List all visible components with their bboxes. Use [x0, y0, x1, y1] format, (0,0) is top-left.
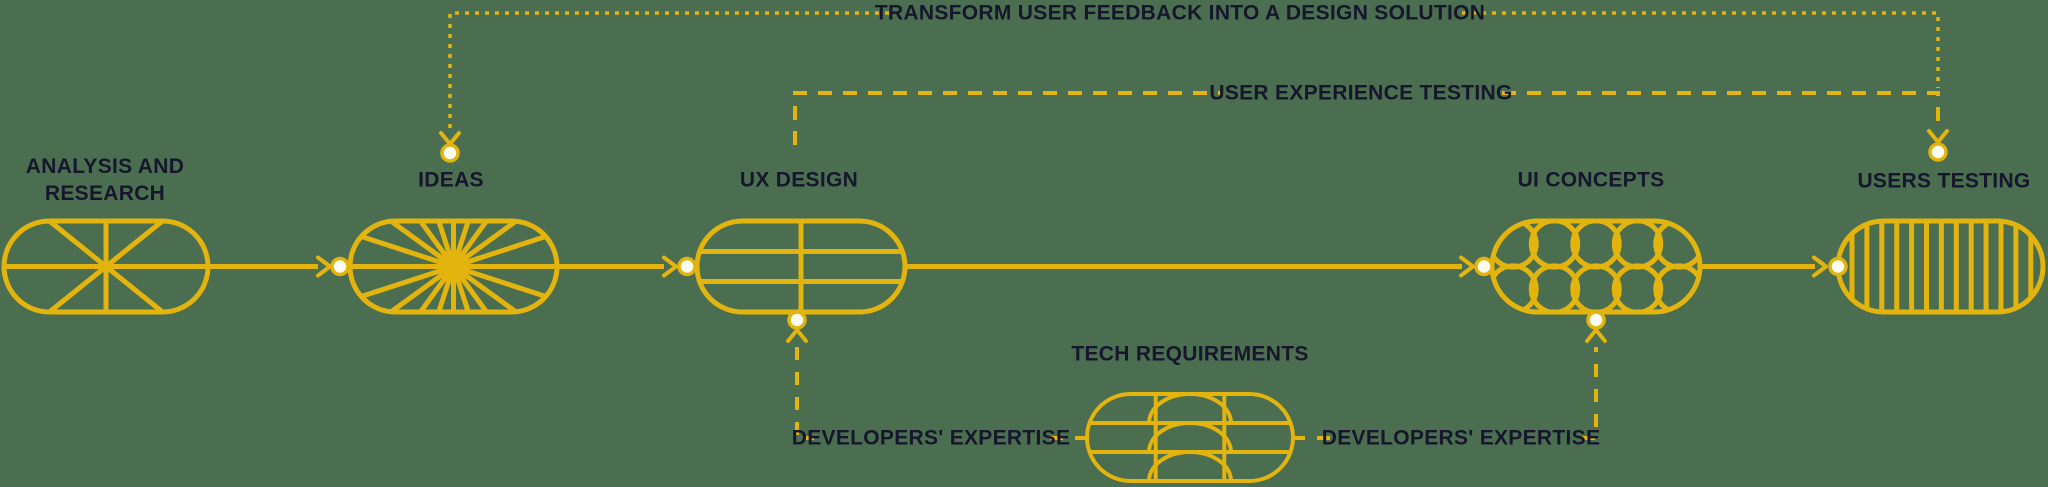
node-userstesting-left — [1828, 256, 1848, 277]
node-uiconcepts-left — [1474, 256, 1494, 277]
arrowhead-up-uxdesign-icon — [786, 328, 808, 343]
dev-expertise-right-vertical — [1582, 347, 1598, 440]
feedback-loop-left-segment — [448, 11, 895, 128]
arrowhead-up-uiconcepts-icon — [1585, 328, 1607, 343]
arrowhead-down-ideas-icon — [439, 131, 461, 146]
pill-spokes-icon — [1, 218, 211, 315]
ux-testing-label: USER EXPERIENCE TESTING — [1209, 81, 1513, 105]
developers-expertise-lines — [786, 328, 1607, 440]
stage-label-ux-design: UX DESIGN — [739, 168, 859, 192]
ux-testing-right-segment — [1502, 91, 1940, 127]
node-uxdesign-left — [677, 256, 697, 277]
pill-arches-icon — [1085, 392, 1295, 483]
node-uxdesign-bottom — [787, 310, 807, 330]
arrowhead-down-userstesting-icon — [1927, 129, 1949, 144]
pill-starburst-icon — [347, 218, 560, 315]
dev-expertise-left-vertical — [795, 347, 814, 440]
stage-label-users-testing: USERS TESTING — [1857, 169, 2031, 193]
arrowhead-uiconcepts-icon — [1459, 255, 1475, 278]
arrowhead-ideas-icon — [316, 255, 332, 278]
feedback-loop-label: TRANSFORM USER FEEDBACK INTO A DESIGN SO… — [874, 1, 1486, 25]
feedback-loop-right-segment — [1462, 11, 1940, 88]
pill-stripes-icon — [1835, 218, 2046, 315]
stage-label-ui-concepts: UI CONCEPTS — [1517, 168, 1665, 192]
flow-connectors — [208, 255, 1828, 278]
pill-grid-icon — [694, 218, 908, 315]
stage-label-analysis: ANALYSIS AND RESEARCH — [26, 153, 184, 207]
pill-circles-icon — [1489, 218, 1703, 315]
node-userstesting-top — [1928, 142, 1948, 162]
node-uiconcepts-bottom — [1586, 310, 1606, 330]
stage-label-ideas: IDEAS — [418, 168, 484, 192]
node-ideas-top — [440, 143, 460, 163]
tech-requirements-label: TECH REQUIREMENTS — [1071, 342, 1309, 366]
developers-expertise-left-label: DEVELOPERS' EXPERTISE — [791, 426, 1071, 450]
node-ideas-left — [330, 256, 350, 277]
arrowhead-uxdesign-icon — [662, 255, 678, 278]
connector-nodes — [330, 142, 1948, 330]
stage-label-analysis-line2: RESEARCH — [44, 182, 166, 205]
developers-expertise-right-label: DEVELOPERS' EXPERTISE — [1321, 426, 1601, 450]
ux-testing-left-segment — [793, 91, 1220, 145]
stage-label-analysis-line1: ANALYSIS AND — [25, 155, 185, 178]
feedback-loop-line — [439, 11, 1940, 146]
arrowhead-userstesting-icon — [1812, 255, 1828, 278]
ux-testing-line — [793, 91, 1949, 145]
